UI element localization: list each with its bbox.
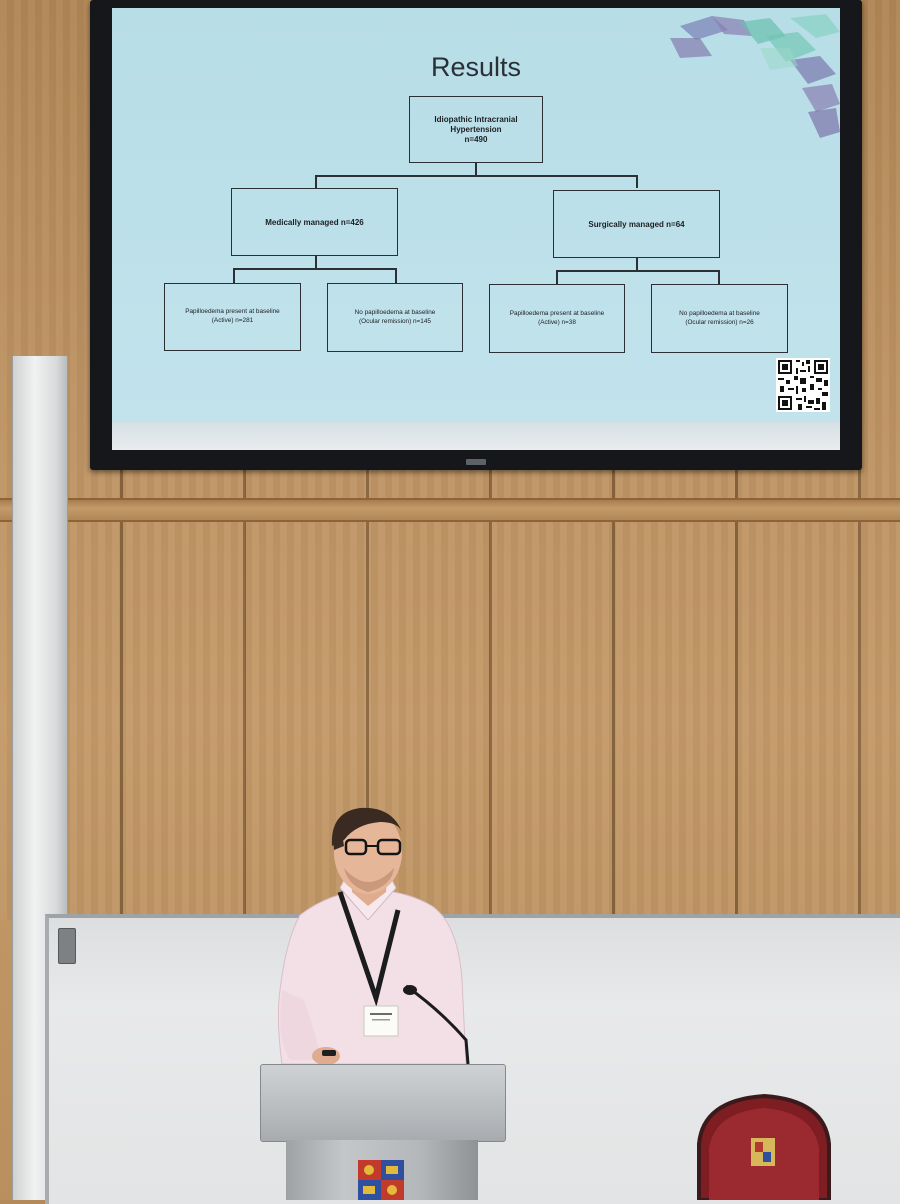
qr-code-icon <box>776 358 830 412</box>
results-slide: Results Idiopathic Intracranial Hyperten… <box>112 8 840 422</box>
medical-remission-label: No papilloedema at baseline (Ocular remi… <box>354 308 436 325</box>
slide-decoration-hexagons <box>670 14 840 138</box>
medically-managed-box: Medically managed n=426 <box>231 188 398 256</box>
connector-surgical-down <box>636 258 638 270</box>
medically-managed-label: Medically managed n=426 <box>265 217 364 227</box>
slide-title: Results <box>430 52 522 82</box>
connector-surgical-right <box>718 270 720 284</box>
root-box-label: Idiopathic Intracranial Hypertension n=4… <box>434 114 518 144</box>
medical-active-label: Papilloedema present at baseline (Active… <box>185 308 280 324</box>
slide-bottom-band <box>112 422 840 450</box>
surgical-active-box: Papilloedema present at baseline (Active… <box>489 284 625 353</box>
surgical-remission-box: No papilloedema at baseline (Ocular remi… <box>651 284 788 353</box>
screen-brand-logo <box>466 459 486 465</box>
connector-root-down <box>475 163 477 175</box>
medical-active-box: Papilloedema present at baseline (Active… <box>164 283 301 351</box>
connector-right-down <box>636 175 638 188</box>
wall-rail <box>0 498 900 522</box>
connector-top-horizontal <box>315 175 637 177</box>
connector-surgical-left <box>556 270 558 284</box>
surgically-managed-box: Surgically managed n=64 <box>553 190 720 258</box>
connector-medical-down <box>315 256 317 268</box>
connector-medical-right <box>395 268 397 283</box>
connector-surgical-horizontal <box>556 270 719 272</box>
wall-switch <box>58 928 76 964</box>
university-crest-icon <box>358 1160 404 1200</box>
root-box: Idiopathic Intracranial Hypertension n=4… <box>409 96 543 163</box>
red-chair <box>697 1094 831 1200</box>
surgical-active-label: Papilloedema present at baseline (Active… <box>509 309 605 326</box>
podium-top <box>260 1064 506 1142</box>
surgical-remission-label: No papilloedema at baseline (Ocular remi… <box>679 309 760 326</box>
connector-left-down <box>315 175 317 188</box>
connector-medical-left <box>233 268 235 283</box>
connector-medical-horizontal <box>233 268 396 270</box>
surgically-managed-label: Surgically managed n=64 <box>588 219 685 229</box>
medical-remission-box: No papilloedema at baseline (Ocular remi… <box>327 283 463 352</box>
